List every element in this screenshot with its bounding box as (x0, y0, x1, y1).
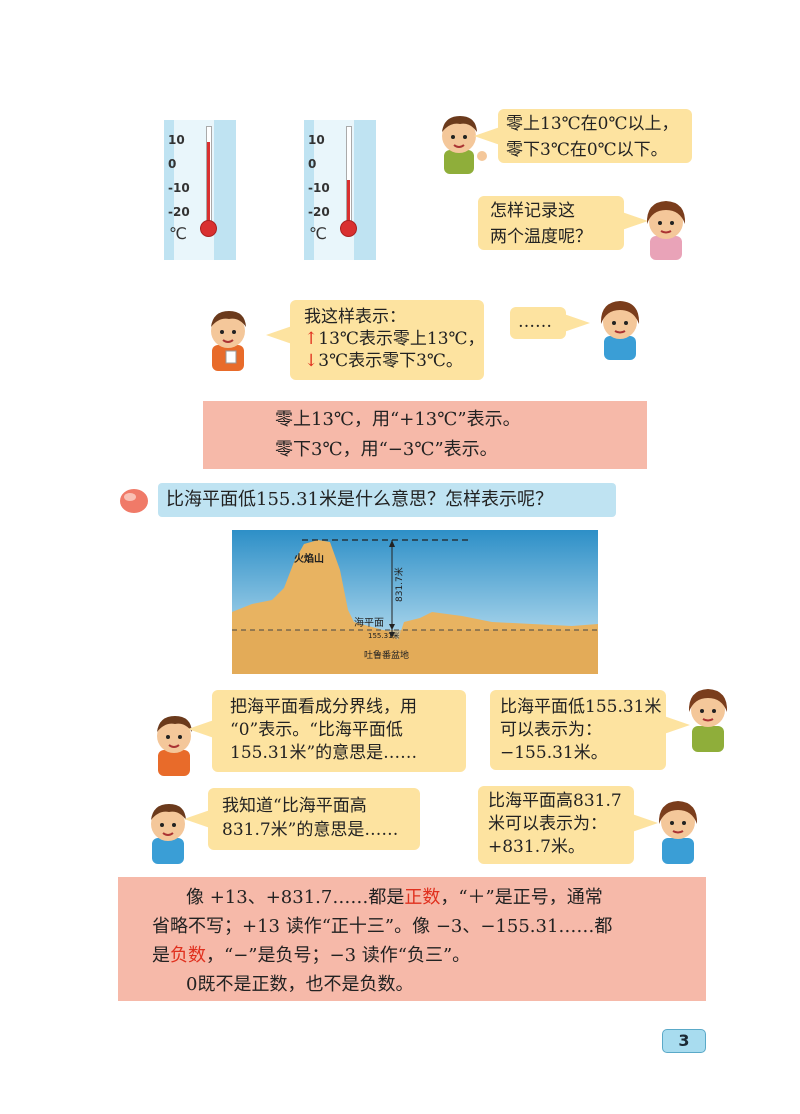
boy-avatar (151, 804, 186, 864)
tick-label: 10 (168, 133, 185, 147)
girl-avatar (658, 801, 698, 864)
bubble-line: 我知道“比海平面高 (222, 796, 367, 816)
depth-label: 155.31米 (368, 631, 400, 640)
sea-level-label: 海平面 (354, 616, 384, 629)
arrow-down-icon: ↓ (304, 351, 319, 371)
summary-line: 零下3℃，用“−3℃”表示。 (275, 439, 498, 460)
page-number: 3 (662, 1029, 706, 1053)
speech-bubble-1: 零上13℃在0℃以上， 零下3℃在0℃以下。 (474, 109, 692, 163)
question-box: 比海平面低155.31米是什么意思？怎样表示呢？ (158, 483, 616, 517)
bubble-line: 我这样表示： (304, 307, 406, 327)
boy-avatar (157, 716, 192, 776)
bubble-line: 米可以表示为： (488, 814, 607, 834)
mountain-label: 火焰山 (294, 552, 324, 565)
definition-text: 是 (152, 945, 170, 966)
bubble-line: 比海平面低155.31米 (500, 697, 662, 717)
bubble-line-down: ↓3℃表示零下3℃。 (304, 350, 470, 372)
mercury-column (347, 180, 350, 228)
speech-bubble-8: 比海平面高831.7 米可以表示为： +831.7米。 (478, 786, 658, 864)
svg-text:海平面: 海平面 (354, 616, 384, 629)
bubble-line: 把海平面看成分界线，用 (230, 697, 417, 717)
bubble-line: …… (518, 312, 552, 332)
tick-label: 0 (168, 157, 177, 171)
girl-avatar (688, 689, 728, 752)
svg-text:吐鲁番盆地: 吐鲁番盆地 (364, 649, 409, 661)
speech-bubble-5: 把海平面看成分界线，用 “0”表示。“比海平面低 155.31米”的意思是…… (188, 690, 466, 772)
arrow-up-icon: ↑ (304, 329, 319, 349)
definition-text: ，“−”是负号；−3 读作“负三”。 (206, 945, 471, 966)
svg-text:831.7米: 831.7米 (393, 567, 405, 602)
height-label: 831.7米 (393, 567, 405, 602)
girl-avatar (600, 301, 640, 360)
thermometer-left: 10 0 -10 -20 ℃ (164, 120, 236, 260)
summary-line: 零上13℃，用“+13℃”表示。 (275, 409, 521, 430)
definition-line-1: 像 +13、+831.7……都是正数，“＋”是正号，通常 (152, 883, 690, 912)
thermometer-bulb (200, 220, 217, 237)
question-text: 比海平面低155.31米是什么意思？怎样表示呢？ (166, 489, 553, 510)
speech-bubble-4: …… (510, 307, 590, 339)
bubble-line: 零下3℃在0℃以下。 (506, 140, 668, 160)
tick-label: -20 (168, 205, 190, 219)
speech-bubble-3: 我这样表示： ↑13℃表示零上13℃， ↓3℃表示零下3℃。 (266, 300, 485, 380)
svg-text:155.31米: 155.31米 (368, 631, 400, 640)
tick-label: -10 (168, 181, 190, 195)
bubble-line: −155.31米。 (500, 743, 608, 763)
basin-label: 吐鲁番盆地 (364, 649, 409, 661)
definition-line-2: 省略不写；+13 读作“正十三”。像 −3、−155.31……都 (152, 916, 613, 937)
bubble-line: 怎样记录这 (490, 201, 575, 221)
tick-label: -10 (308, 181, 330, 195)
svg-text:火焰山: 火焰山 (294, 552, 324, 565)
bubble-line: 可以表示为： (500, 720, 602, 740)
tick-label: 10 (308, 133, 325, 147)
definition-text: 像 +13、+831.7……都是 (186, 887, 405, 908)
definition-line-4: 0既不是正数，也不是负数。 (186, 974, 414, 995)
boy-avatar (442, 116, 487, 174)
summary-box-temperature: 零上13℃，用“+13℃”表示。 零下3℃，用“−3℃”表示。 (203, 401, 647, 469)
speech-bubble-2: 怎样记录这 两个温度呢？ (478, 196, 648, 250)
bubble-line: 155.31米”的意思是…… (230, 743, 418, 763)
bubble-line: +831.7米。 (488, 837, 585, 857)
terrain-diagram: 火焰山 831.7米 海平面 155.31米 吐鲁番盆地 (232, 530, 598, 674)
bubble-line: 831.7米”的意思是…… (222, 820, 399, 840)
tick-label: -20 (308, 205, 330, 219)
girl-avatar (646, 201, 686, 260)
bubble-line: 零上13℃在0℃以上， (506, 114, 679, 134)
bubble-line: 13℃表示零上13℃， (318, 329, 485, 349)
definition-text: ，“＋”是正号，通常 (440, 887, 603, 908)
thermometer-bulb (340, 220, 357, 237)
tick-label: 0 (308, 157, 317, 171)
speech-bubble-6: 比海平面低155.31米 可以表示为： −155.31米。 (490, 690, 690, 770)
bubble-line: 3℃表示零下3℃。 (318, 351, 463, 371)
bubble-line: 比海平面高831.7 (488, 791, 622, 811)
bubble-line: “0”表示。“比海平面低 (230, 720, 403, 740)
bubble-line-up: ↑13℃表示零上13℃， (304, 328, 485, 350)
speech-bubble-7: 我知道“比海平面高 831.7米”的意思是…… (184, 788, 420, 850)
question-marker-icon (118, 486, 156, 516)
boy-avatar (211, 311, 246, 371)
term-positive: 正数 (404, 887, 441, 908)
unit-label: ℃ (169, 224, 187, 243)
term-negative: 负数 (170, 945, 206, 966)
summary-box-definitions: 像 +13、+831.7……都是正数，“＋”是正号，通常 省略不写；+13 读作… (118, 877, 706, 1001)
mercury-column (207, 142, 210, 228)
definition-line-3: 是负数，“−”是负号；−3 读作“负三”。 (152, 941, 690, 970)
unit-label: ℃ (309, 224, 327, 243)
bubble-line: 两个温度呢？ (490, 227, 592, 247)
thermometer-right: 10 0 -10 -20 ℃ (304, 120, 376, 260)
